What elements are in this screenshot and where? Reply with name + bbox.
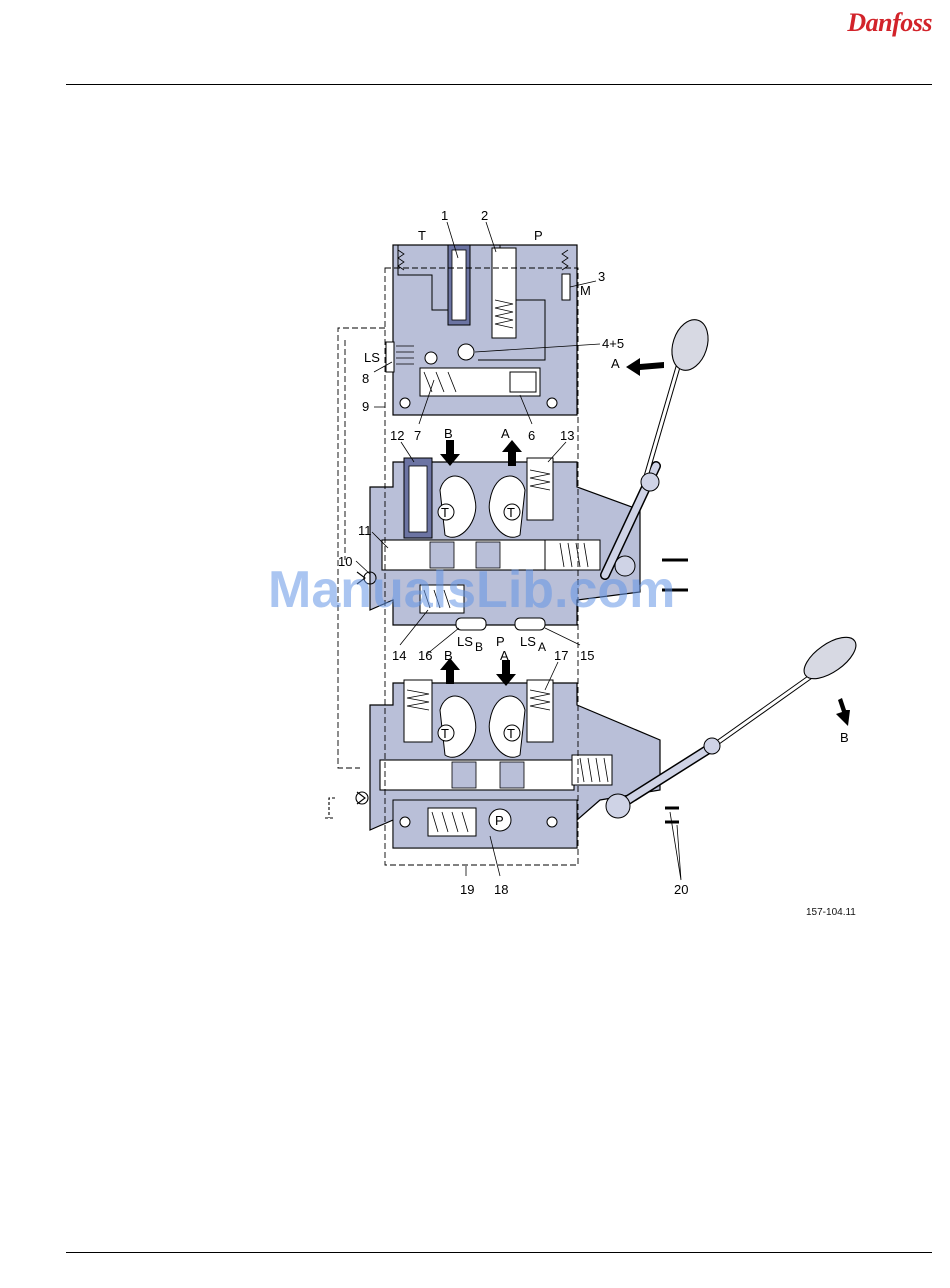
callout-18: 18: [494, 882, 508, 897]
port-ls-a-sub: A: [538, 640, 546, 654]
port-ls-b: LS: [457, 634, 473, 649]
callout-17: 17: [554, 648, 568, 663]
callout-7: 7: [414, 428, 421, 443]
callout-3: 3: [598, 269, 605, 284]
callout-4-5: 4+5: [602, 336, 624, 351]
port-b-lower: B: [444, 648, 453, 663]
port-t-lower-left: T: [441, 726, 449, 741]
lever-direction-b: B: [840, 730, 849, 745]
port-t-lower-right: T: [507, 726, 515, 741]
callout-10: 10: [338, 554, 352, 569]
working-section-1: [370, 458, 640, 630]
port-ls-a: LS: [520, 634, 536, 649]
port-a-upper: A: [501, 426, 510, 441]
port-p-bottom: P: [495, 813, 504, 828]
callout-6: 6: [528, 428, 535, 443]
lever-upper: [605, 315, 714, 590]
port-t-upper-right: T: [507, 505, 515, 520]
footer-rule: [66, 1252, 932, 1253]
port-p-top: P: [534, 228, 543, 243]
callout-8: 8: [362, 371, 369, 386]
callout-16: 16: [418, 648, 432, 663]
working-section-2: [370, 680, 660, 848]
inlet-module: [386, 245, 577, 415]
callout-11: 11: [358, 523, 372, 538]
port-p-mid: P: [496, 634, 505, 649]
callout-13: 13: [560, 428, 574, 443]
port-b-upper: B: [444, 426, 453, 441]
port-m: M: [580, 283, 591, 298]
callout-14: 14: [392, 648, 406, 663]
callout-1: 1: [441, 208, 448, 223]
figure-code: 157-104.11: [806, 907, 856, 918]
port-a-lower: A: [500, 648, 509, 663]
callout-15: 15: [580, 648, 594, 663]
port-t-top: T: [418, 228, 426, 243]
check-valve-symbols: [325, 572, 376, 818]
callout-12: 12: [390, 428, 404, 443]
callout-20: 20: [674, 882, 688, 897]
callout-9: 9: [362, 399, 369, 414]
callout-19: 19: [460, 882, 474, 897]
lever-lower: [606, 629, 863, 822]
port-ls: LS: [364, 350, 380, 365]
lever-direction-a: A: [611, 356, 620, 371]
port-t-upper-left: T: [441, 505, 449, 520]
callout-2: 2: [481, 208, 488, 223]
port-ls-b-sub: B: [475, 640, 483, 654]
